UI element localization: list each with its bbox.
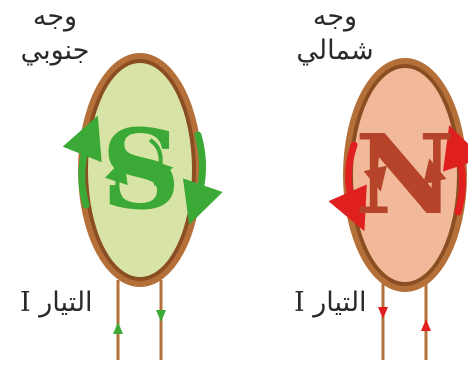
south-pole-letter: S [101, 105, 180, 234]
north-arrow-left [328, 141, 367, 232]
south-coil-face [88, 63, 192, 277]
north-inner-arrow-top [363, 138, 388, 192]
south-coil: S [62, 53, 223, 360]
north-arrow-right [442, 125, 468, 216]
south-current-arrow-down [156, 310, 166, 322]
south-current-label: التيار I [20, 287, 93, 318]
north-face-label: وجه شمالي [296, 1, 374, 66]
north-coil-face [353, 68, 457, 282]
north-current-label: التيار I [294, 287, 367, 318]
south-current-arrow-up [113, 322, 123, 334]
south-arrow-right [182, 131, 223, 225]
south-face-label: وجه جنوبي [20, 1, 90, 66]
south-inner-arrow-bottom [104, 158, 130, 207]
north-current-arrow-up [421, 319, 431, 331]
south-arrow-left [62, 115, 102, 209]
north-inner-arrow-bottom [422, 158, 447, 212]
north-coil: N [328, 58, 468, 360]
north-pole-letter: N [355, 110, 456, 239]
south-inner-arrow-top [148, 138, 174, 187]
north-current-arrow-down [378, 307, 388, 319]
